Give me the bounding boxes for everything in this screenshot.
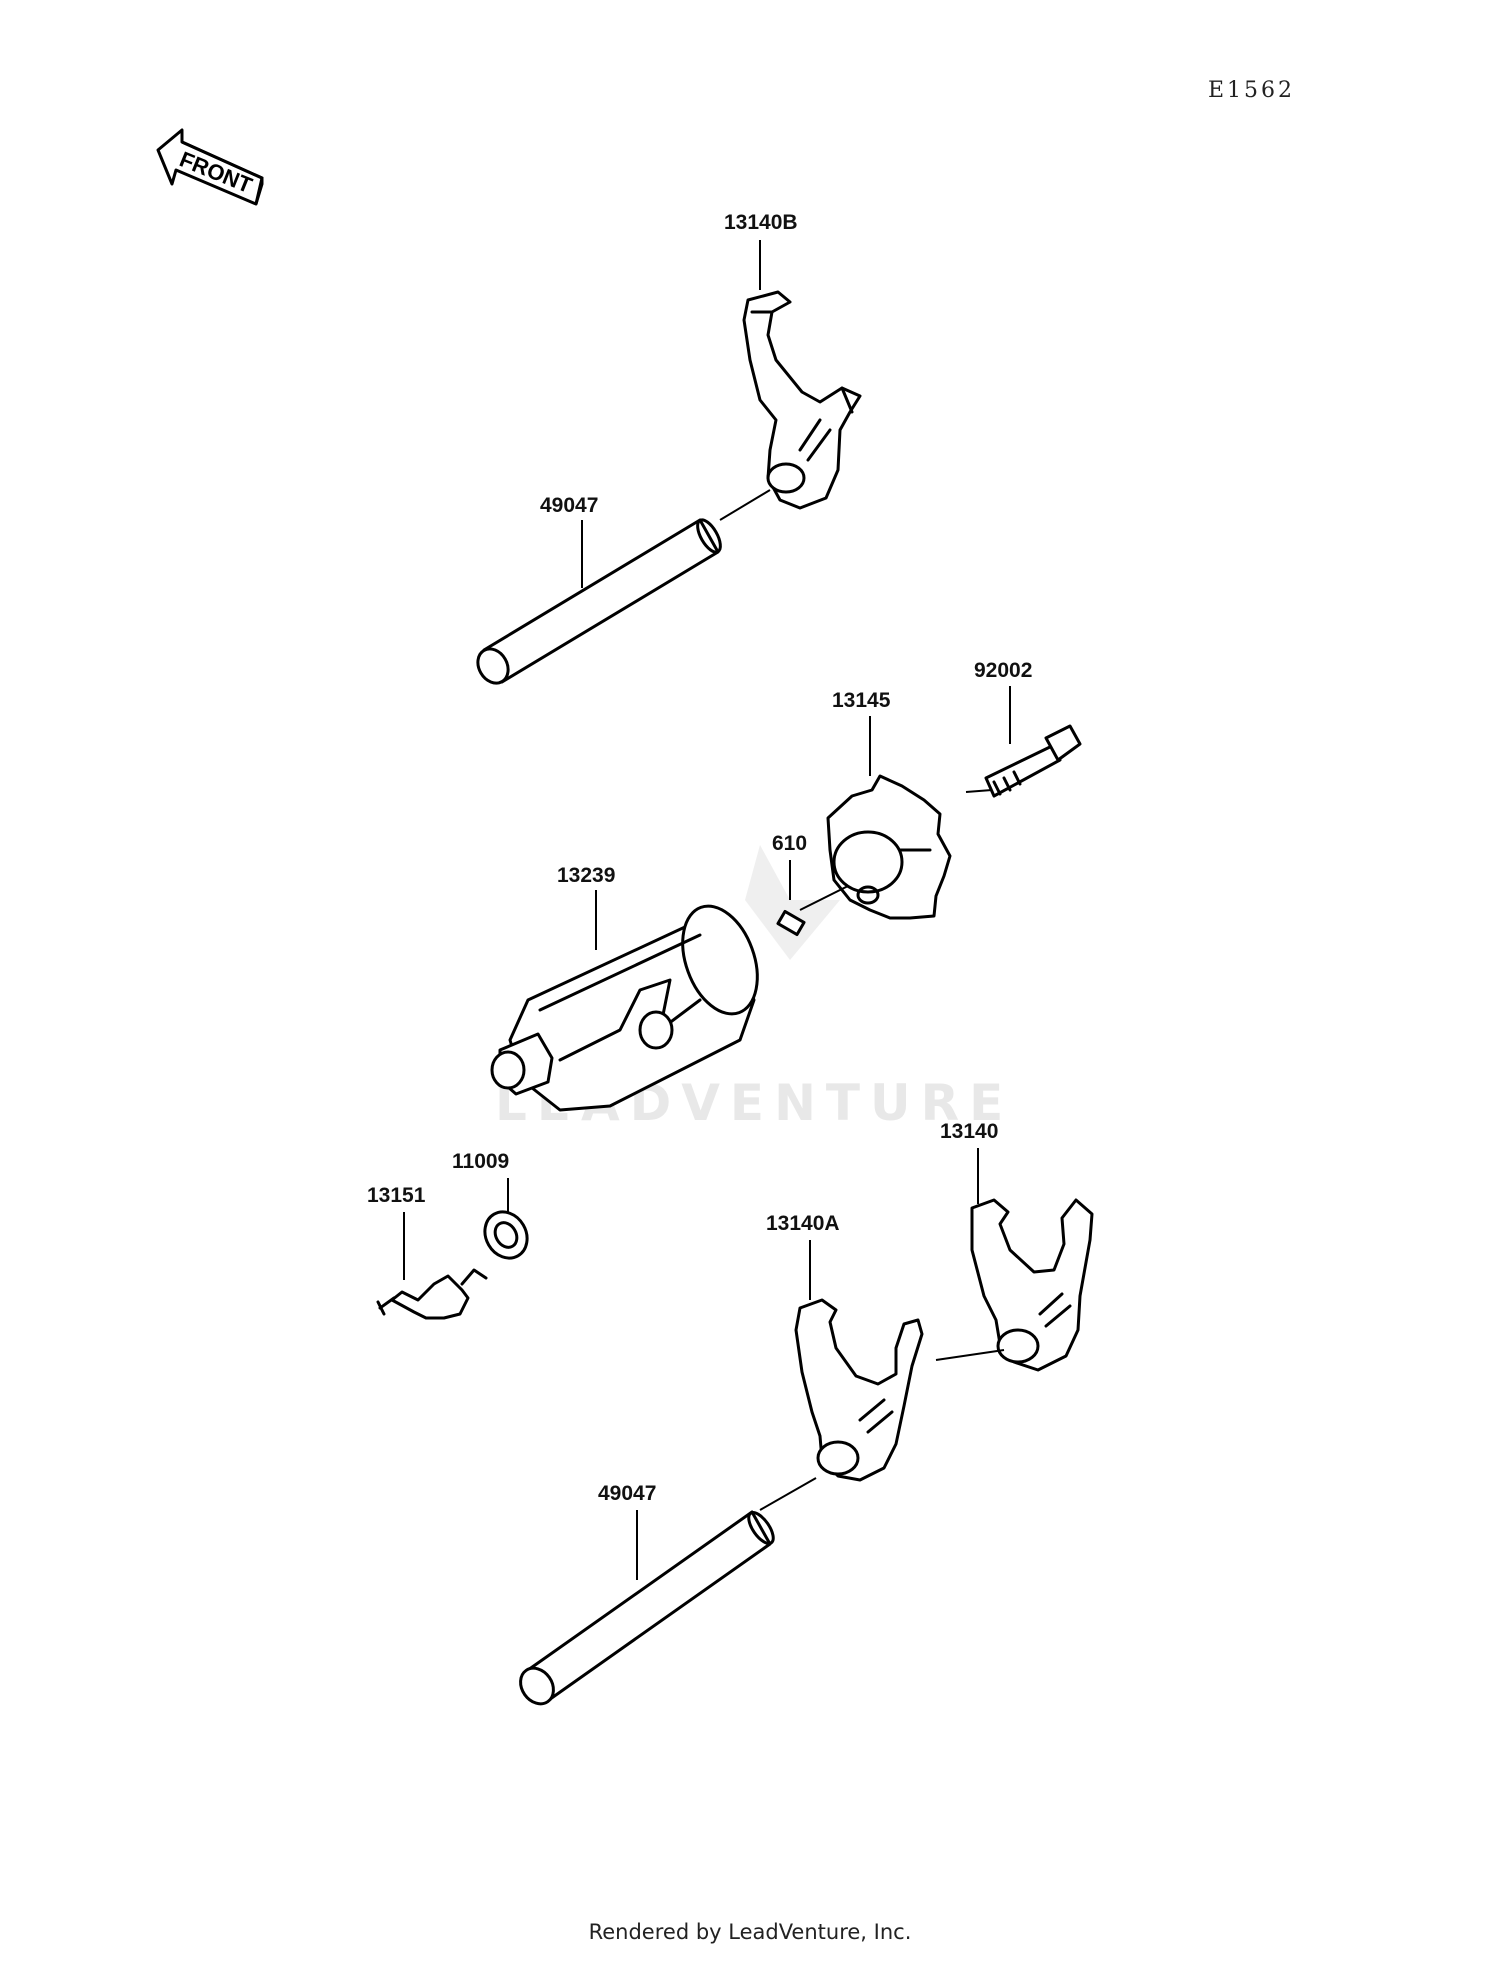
footer-credit: Rendered by LeadVenture, Inc.: [588, 1920, 912, 1944]
label-13151: 13151: [367, 1184, 426, 1207]
front-arrow-label: FRONT: [176, 146, 256, 198]
label-13145: 13145: [832, 689, 891, 712]
front-arrow-icon: FRONT: [156, 128, 264, 206]
shift-drum-operating-plate[interactable]: [826, 774, 952, 920]
washer-11009[interactable]: [477, 1204, 536, 1266]
diagram-code: E1562: [1208, 78, 1296, 103]
label-13239: 13239: [557, 864, 615, 887]
part-labels: 13140B 49047 92002 13145 610 13239 13140…: [367, 211, 1032, 1505]
leader-lines: [403, 240, 1011, 1580]
shift-fork-13140[interactable]: [970, 1198, 1094, 1372]
shift-drum-13239[interactable]: [490, 896, 771, 1112]
label-92002: 92002: [974, 659, 1032, 682]
fork-shaft-upper[interactable]: [472, 516, 725, 688]
label-13140a: 13140A: [766, 1212, 840, 1235]
bolt-92002[interactable]: [984, 724, 1082, 798]
neutral-switch-13151[interactable]: [376, 1268, 488, 1320]
label-13140b: 13140B: [724, 211, 798, 234]
fork-shaft-lower[interactable]: [514, 1509, 778, 1711]
pin-610[interactable]: [776, 909, 806, 937]
shift-fork-13140b[interactable]: [742, 290, 862, 510]
label-610: 610: [772, 832, 807, 855]
label-49047-lower: 49047: [598, 1482, 656, 1505]
shift-fork-13140a[interactable]: [794, 1298, 924, 1482]
label-49047-upper: 49047: [540, 494, 598, 517]
label-11009: 11009: [452, 1150, 509, 1173]
label-13140: 13140: [940, 1120, 998, 1143]
